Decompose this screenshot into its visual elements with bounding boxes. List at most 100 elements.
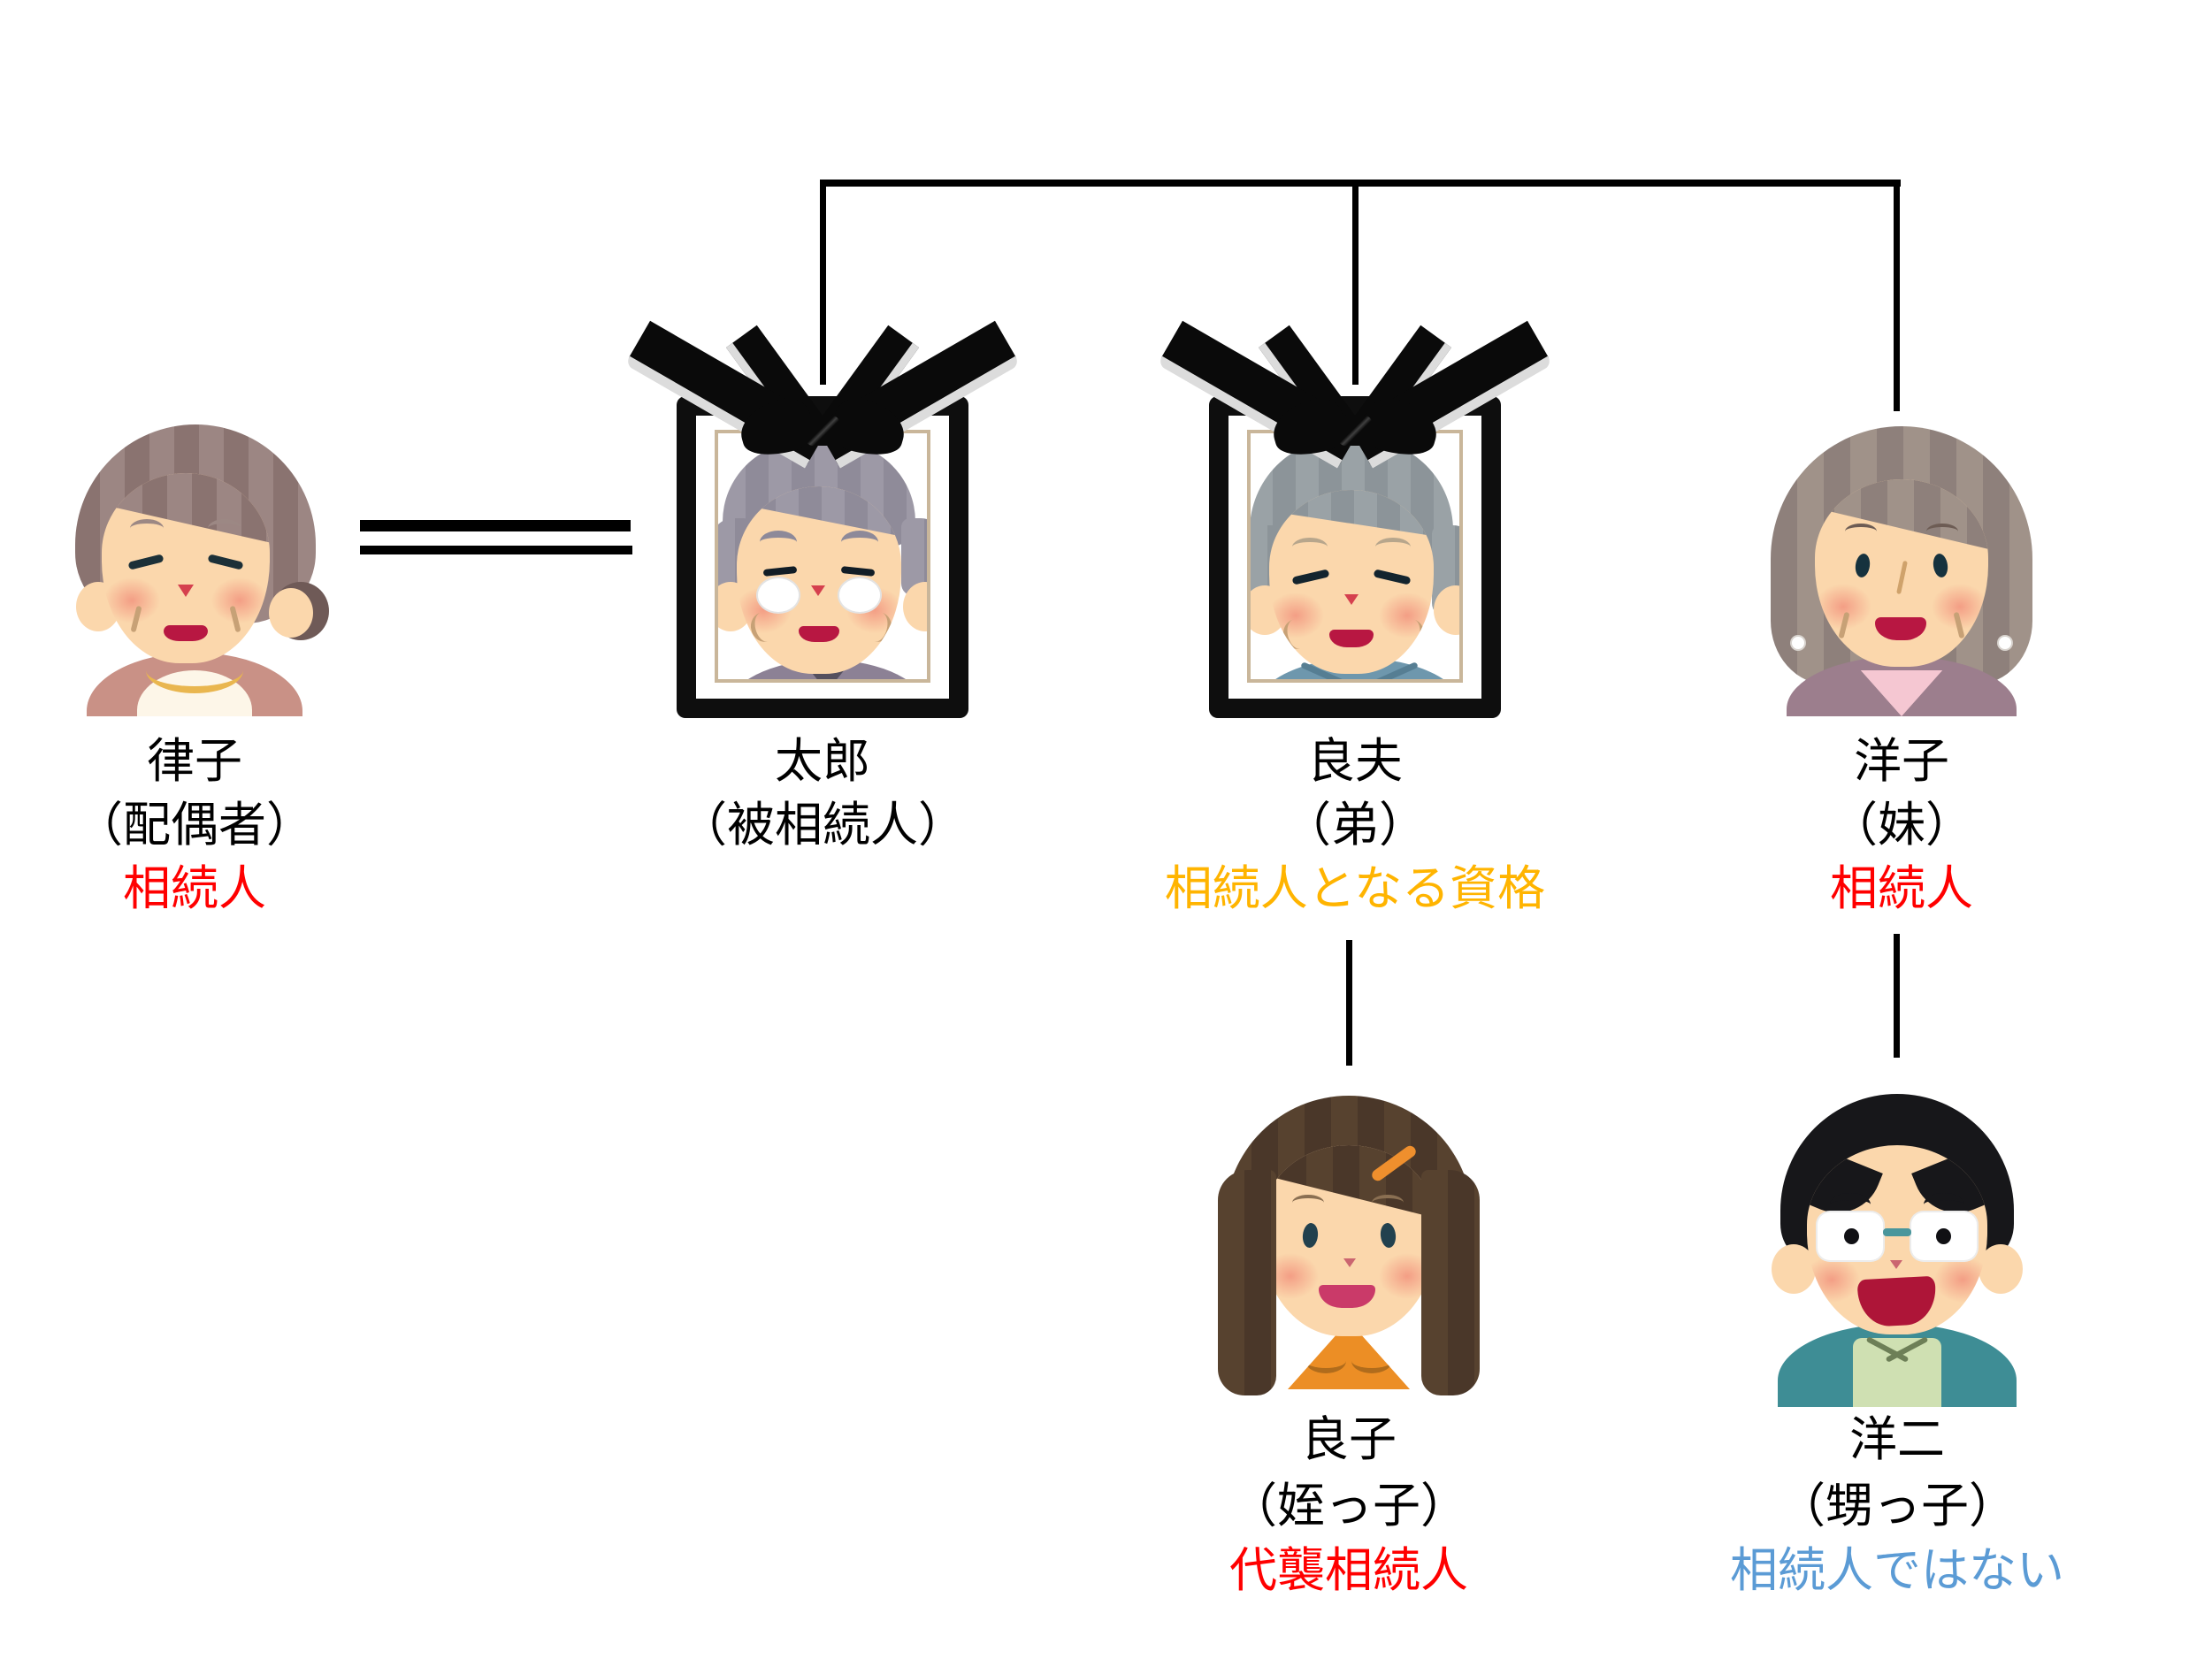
person-card-taro: 太郎 （被相続人） <box>575 320 1070 909</box>
person-relation: （配偶者） <box>75 799 314 852</box>
nose <box>1890 1260 1902 1269</box>
torso <box>1288 1333 1410 1389</box>
glasses-lens-icon <box>839 578 880 612</box>
elderly-man-avatar <box>1251 437 1459 679</box>
connector-vertical-taro <box>820 180 826 385</box>
eye <box>207 554 244 570</box>
man-glasses-avatar <box>1756 1092 2039 1407</box>
cheek <box>103 577 160 623</box>
necklace <box>146 663 243 693</box>
eye <box>1936 1228 1951 1244</box>
person-name: 洋二 <box>1849 1413 1945 1466</box>
elderly-woman-bun-avatar <box>53 424 336 739</box>
cheek <box>1269 592 1324 638</box>
nose <box>811 585 825 596</box>
mouth <box>164 625 208 641</box>
connector-vertical-yoshio <box>1352 180 1359 385</box>
eye <box>1379 1222 1397 1249</box>
elderly-woman-bob-avatar <box>1760 424 2043 739</box>
mourning-ribbon-bow-icon <box>1267 389 1443 464</box>
eyebrow <box>1845 524 1877 539</box>
memorial-photo <box>718 433 927 679</box>
eye <box>1932 553 1949 578</box>
hair-side <box>1421 1170 1480 1395</box>
eyebrow <box>760 531 797 554</box>
glasses-bridge-icon <box>1883 1228 1911 1236</box>
eyebrow <box>1375 538 1411 556</box>
eyebrow <box>1830 1193 1871 1216</box>
eye <box>127 554 165 570</box>
connector-yoko-yoji <box>1894 934 1900 1058</box>
eyebrow <box>1924 1193 1964 1216</box>
cheek <box>1379 592 1434 638</box>
mouth <box>799 626 839 642</box>
person-status: 代襲相続人 <box>1229 1544 1468 1597</box>
person-card-yoko: 洋子 （妹） 相続人 <box>1654 424 2149 937</box>
young-woman-long-hair-avatar <box>1207 1092 1490 1407</box>
person-name: 良子 <box>1301 1413 1397 1466</box>
person-card-yoshio: 良夫 （弟） 相続人となる資格 <box>1107 320 1603 915</box>
face <box>1260 1145 1437 1336</box>
person-name: 良夫 <box>1307 735 1403 788</box>
sibling-connector-horizontal <box>821 180 1901 187</box>
mourning-ribbon-bow-icon <box>734 389 911 464</box>
eye <box>1854 553 1871 578</box>
earring-icon <box>1792 637 1804 649</box>
mouth <box>1856 1275 1938 1328</box>
eyebrow <box>1372 1195 1404 1211</box>
face <box>1807 1145 1987 1334</box>
memorial-photo-frame <box>1157 320 1553 718</box>
eyebrow <box>1292 538 1328 556</box>
mouth <box>1329 630 1374 647</box>
marriage-line-top <box>360 520 631 531</box>
eyebrow <box>841 531 878 554</box>
person-name: 洋子 <box>1854 735 1949 788</box>
eye <box>1844 1228 1859 1244</box>
eyebrow <box>1292 1195 1324 1211</box>
person-card-ritsuko: 律子 （配偶者） 相続人 <box>0 424 442 937</box>
face <box>1815 479 1988 667</box>
eye <box>1301 1222 1320 1249</box>
face <box>1269 490 1434 674</box>
bow-knot <box>1338 416 1372 446</box>
collar <box>1305 1349 1346 1373</box>
person-name: 律子 <box>147 735 242 788</box>
frame-mat-border <box>715 430 930 683</box>
marriage-line-bottom <box>360 546 632 554</box>
hair-fringe <box>102 473 270 545</box>
cheek <box>211 577 268 623</box>
person-status: 相続人ではない <box>1730 1544 2064 1597</box>
cheek <box>1934 1257 1987 1303</box>
connector-vertical-yoko <box>1894 180 1900 411</box>
person-status: 相続人となる資格 <box>1164 862 1546 915</box>
shirt <box>1860 670 1943 716</box>
earring-icon <box>1999 637 2011 649</box>
person-relation: （甥っ子） <box>1778 1479 2017 1533</box>
eyebrow <box>208 519 241 538</box>
ear <box>269 588 313 638</box>
eyebrow <box>130 519 164 538</box>
person-status: 相続人 <box>1830 862 1973 915</box>
frame-mat-border <box>1247 430 1463 683</box>
cheek <box>1807 1257 1860 1303</box>
nose <box>1343 1258 1356 1267</box>
elderly-man-glasses-avatar <box>718 437 927 679</box>
person-relation: （弟） <box>1283 799 1427 852</box>
memorial-photo-frame <box>624 320 1021 718</box>
hair-fringe <box>1260 1145 1437 1220</box>
mouth <box>1875 617 1926 640</box>
eyebrow <box>1926 524 1958 539</box>
person-relation: （妹） <box>1830 799 1973 852</box>
memorial-photo <box>1251 433 1459 679</box>
person-status: 相続人 <box>123 862 266 915</box>
person-card-ryoko: 良子 （姪っ子） 代襲相続人 <box>1101 1092 1596 1605</box>
nose <box>178 585 194 597</box>
connector-yoshio-ryoko <box>1346 940 1352 1066</box>
person-name: 太郎 <box>775 735 870 788</box>
face <box>737 486 901 674</box>
shirt <box>1853 1338 1941 1407</box>
mouth <box>1319 1285 1375 1308</box>
hair-side <box>1218 1170 1276 1395</box>
glasses-lens-icon <box>758 578 799 612</box>
